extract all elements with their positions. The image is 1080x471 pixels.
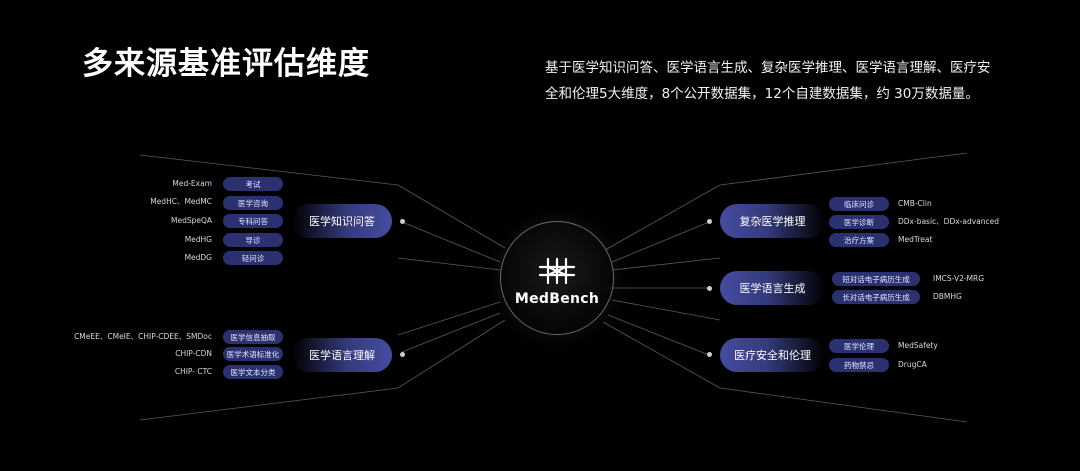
dimension-safety-ethics: 医疗安全和伦理 [720,338,825,372]
subtask-tag: 长对话电子病历生成 [832,290,920,304]
connector-line [397,319,506,389]
dataset-source: DDx-basic、DDx-advanced [898,217,1000,226]
subtask-tag: 短对话电子病历生成 [832,272,920,286]
subtask-tag: 医学文本分类 [223,365,283,379]
dataset-source: MedSpeQA [170,216,212,225]
subtask-tag: 医学诊断 [829,215,889,229]
page-title: 多来源基准评估维度 [82,46,370,82]
connector-dot [707,286,712,291]
center-label: MedBench [514,291,600,307]
connector-line [607,314,710,356]
dataset-source: DBMHG [933,292,962,301]
connector-line [604,184,721,251]
subtask-tag: 轻问诊 [223,251,283,265]
subtask-tag: 医学信息抽取 [223,330,283,344]
dimension-language-understanding: 医学语言理解 [292,338,392,372]
connector-dot [707,219,712,224]
dimension-label: 医学语言理解 [309,349,375,362]
connector-line [139,154,399,186]
dimension-complex-reasoning: 复杂医学推理 [720,204,825,238]
connector-dot [400,219,405,224]
connector-line [719,387,968,423]
connector-line [397,257,501,271]
dataset-source: MedSafety [898,341,938,350]
dataset-source: CMeEE、CMeIE、CHIP-CDEE、SMDoc [74,332,212,341]
subtask-tag: 医学术语标准化 [223,347,283,361]
subtask-tag: 医学伦理 [829,339,889,353]
dataset-source: DrugCA [898,360,927,369]
dataset-source: IMCS-V2-MRG [933,274,985,283]
connector-dot [400,352,405,357]
subtask-tag: 医学咨询 [223,196,283,210]
connector-line [611,299,721,321]
center-node: MedBench [500,221,614,335]
page-description: 基于医学知识问答、医学语言生成、复杂医学推理、医学语言理解、医疗安全和伦理5大维… [545,60,991,102]
connector-line [397,301,501,336]
dataset-source: MedTreat [898,235,933,244]
dataset-source: MedDG [184,253,212,262]
connector-line [139,387,399,421]
connector-dot [707,352,712,357]
dataset-source: CHIP- CTC [174,367,212,376]
connector-line [401,312,501,353]
dimension-label: 复杂医学推理 [739,215,806,228]
dimension-label: 医学语言生成 [739,282,806,295]
connector-line [602,321,721,389]
subtask-tag: 导诊 [223,233,283,247]
connector-line [611,257,721,271]
connector-line [611,221,710,263]
dimension-label: 医疗安全和伦理 [734,349,811,362]
medbench-logo-icon [539,257,575,285]
connector-line [397,184,506,249]
dimension-label: 医学知识问答 [309,215,375,228]
subtask-tag: 临床问诊 [829,197,889,211]
subtask-tag: 考试 [223,177,283,191]
dataset-source: CHIP-CDN [175,349,212,358]
connector-line [401,221,501,263]
dimension-language-generation: 医学语言生成 [720,271,825,305]
subtask-tag: 专科问答 [223,214,283,228]
subtask-tag: 治疗方案 [829,233,889,247]
dataset-source: MedHC、MedMC [150,197,212,206]
dataset-source: MedHG [184,235,212,244]
dataset-source: Med-Exam [172,179,212,188]
subtask-tag: 药物禁忌 [829,358,889,372]
dataset-source: CMB-Clin [898,199,932,208]
dimension-knowledge-qa: 医学知识问答 [292,204,392,238]
connector-line [719,152,968,186]
